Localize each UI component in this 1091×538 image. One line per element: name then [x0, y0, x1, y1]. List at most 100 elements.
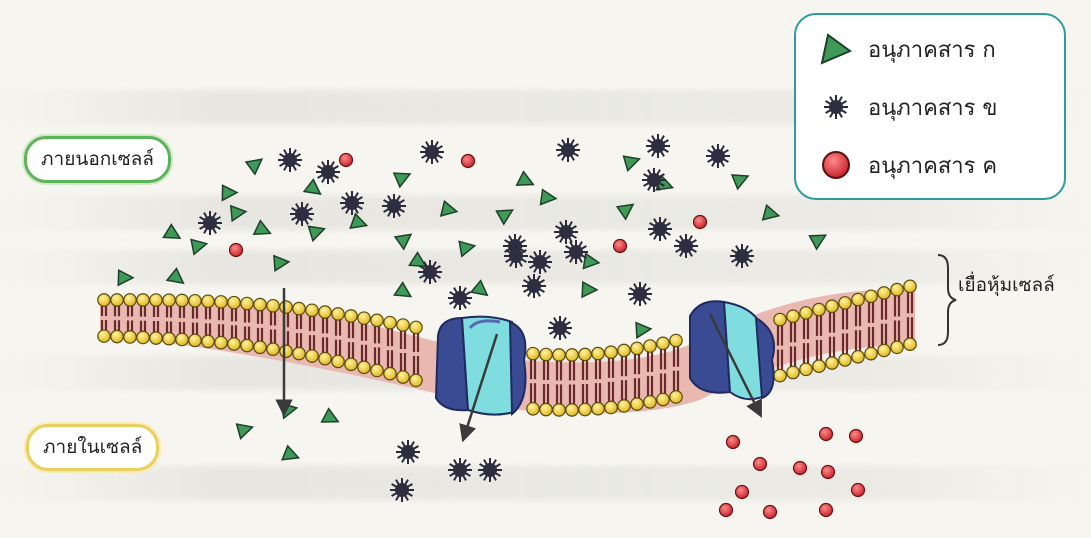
- legend-item-substance-b: อนุภาคสาร ข: [814, 87, 997, 127]
- lipid-head: [267, 343, 279, 355]
- cell-membrane-label: เยื่อหุ้มเซลล์: [958, 270, 1055, 300]
- lipid-head: [163, 333, 175, 345]
- particle-a: [582, 282, 597, 297]
- lipid-head: [345, 358, 357, 370]
- particle-a: [322, 408, 342, 428]
- lipid-head: [228, 296, 240, 308]
- lipid-head: [878, 287, 890, 299]
- lipid-head: [228, 338, 240, 350]
- lipid-head: [189, 295, 201, 307]
- lipid-head: [410, 374, 422, 386]
- particle-a: [273, 254, 290, 271]
- lipid-head: [865, 290, 877, 302]
- particle-a: [230, 204, 247, 221]
- particle-a: [167, 268, 188, 289]
- lipid-head: [137, 294, 149, 306]
- lipid-head: [592, 402, 604, 414]
- legend-label: อนุภาคสาร ค: [868, 148, 997, 183]
- lipid-head: [527, 347, 539, 359]
- particle-b: [706, 144, 730, 168]
- lipid-head: [592, 347, 604, 359]
- lipid-head: [202, 295, 214, 307]
- lipid-head: [397, 319, 409, 331]
- particle-c: [852, 484, 865, 497]
- particle-c: [764, 506, 777, 519]
- lipid-head: [813, 360, 825, 372]
- particle-c: [230, 244, 243, 257]
- lipid-head: [176, 333, 188, 345]
- particle-a: [222, 185, 238, 201]
- lipid-head: [280, 301, 292, 313]
- lipid-head: [332, 355, 344, 367]
- lipid-head: [852, 293, 864, 305]
- particle-b: [646, 134, 670, 158]
- particle-a: [350, 214, 369, 233]
- particle-a: [616, 198, 637, 219]
- particle-c: [754, 458, 767, 471]
- particle-c: [694, 216, 707, 229]
- particle-b: [278, 148, 302, 172]
- inside-cell-label: ภายในเซลล์: [26, 424, 159, 471]
- lipid-head: [891, 341, 903, 353]
- legend: อนุภาคสาร ก อนุภาคสาร ข อนุภาคสาร ค: [794, 13, 1066, 200]
- particle-b: [448, 458, 472, 482]
- particle-a: [308, 221, 327, 240]
- particle-c: [727, 436, 740, 449]
- outside-cell-label: ภายนอกเซลล์: [24, 136, 171, 183]
- lipid-head: [111, 294, 123, 306]
- particle-b: [556, 138, 580, 162]
- particle-b: [554, 220, 578, 244]
- particle-b: [448, 286, 472, 310]
- particle-c: [340, 154, 353, 167]
- membrane-brace: [938, 255, 956, 345]
- lipid-head: [410, 321, 422, 333]
- particle-c: [850, 430, 863, 443]
- lipid-head: [774, 369, 786, 381]
- particle-a: [471, 280, 492, 301]
- particle-a: [393, 167, 413, 187]
- lipid-head: [358, 312, 370, 324]
- lipid-head: [800, 307, 812, 319]
- particle-b: [522, 274, 546, 298]
- particle-a: [496, 203, 517, 224]
- lipid-head: [670, 334, 682, 346]
- lipid-head: [202, 335, 214, 347]
- particle-c: [614, 240, 627, 253]
- lipid-head: [371, 364, 383, 376]
- lipid-head: [865, 347, 877, 359]
- particle-b: [478, 458, 502, 482]
- lipid-head: [774, 313, 786, 325]
- lipid-head: [800, 363, 812, 375]
- lipid-head: [280, 345, 292, 357]
- lipid-head: [826, 300, 838, 312]
- lipid-head: [241, 339, 253, 351]
- lipid-head: [904, 280, 916, 292]
- lipid-head: [176, 294, 188, 306]
- lipid-head: [319, 352, 331, 364]
- particle-b: [198, 211, 222, 235]
- particle-a: [245, 153, 266, 174]
- particle-b: [504, 244, 528, 268]
- lipid-head: [904, 338, 916, 350]
- particle-c: [822, 466, 835, 479]
- lipid-head: [358, 361, 370, 373]
- lipid-head: [540, 348, 552, 360]
- lipid-head: [189, 334, 201, 346]
- lipid-head: [540, 403, 552, 415]
- particle-b: [548, 316, 572, 340]
- particle-a: [441, 201, 458, 218]
- lipid-head: [579, 348, 591, 360]
- legend-item-substance-a: อนุภาคสาร ก: [814, 29, 996, 69]
- particle-a: [163, 224, 183, 244]
- legend-label: อนุภาคสาร ข: [868, 90, 997, 125]
- particle-a: [731, 169, 751, 189]
- lipid-head: [163, 294, 175, 306]
- lipid-head: [111, 330, 123, 342]
- lipid-head: [397, 371, 409, 383]
- particle-a: [623, 151, 642, 170]
- lipid-head: [306, 304, 318, 316]
- lipid-head: [150, 332, 162, 344]
- lipid-head: [293, 347, 305, 359]
- lipid-head: [839, 354, 851, 366]
- lipid-head: [241, 297, 253, 309]
